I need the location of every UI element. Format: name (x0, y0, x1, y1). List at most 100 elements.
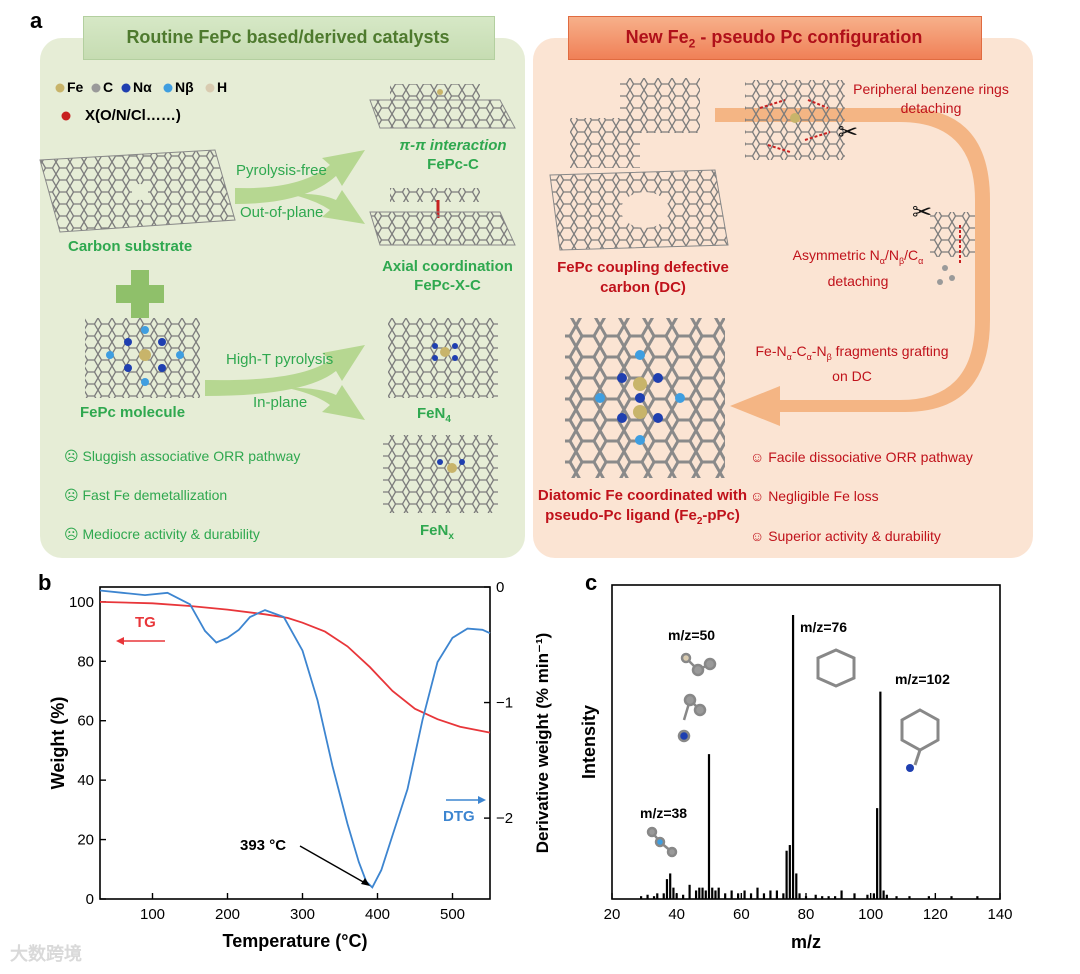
drawback-2: ☹ Fast Fe demetallization (64, 487, 228, 503)
label-pyrolysis-free: Pyrolysis-free (236, 162, 327, 179)
drawback-1: ☹ Sluggish associative ORR pathway (64, 448, 301, 464)
annot-mz50: m/z=50 (668, 627, 715, 643)
chart-b-ylabel-left: Weight (%) (48, 697, 68, 790)
label-peripheral: Peripheral benzene rings detaching (853, 81, 1009, 116)
fepc-molecules-top (570, 78, 845, 168)
atom-legend-dots (55, 83, 215, 121)
label-axial: Axial coordination (382, 258, 513, 275)
label-asymmetric: Asymmetric Nα/Nβ/Cα detaching (792, 247, 924, 289)
fragment-50-sketch (677, 652, 717, 743)
fragment-76-sketch (816, 648, 856, 688)
label-pi-interaction: π-π interaction (399, 137, 507, 154)
legend-n-alpha: Nα (133, 79, 152, 95)
plus-sign (116, 270, 164, 318)
panel-letter-a: a (30, 8, 43, 33)
y2-tick-label: −2 (496, 810, 513, 827)
advantage-3: ☺ Superior activity & durability (750, 528, 941, 544)
annot-mz38: m/z=38 (640, 805, 687, 821)
fragment-molecules (930, 212, 975, 285)
chart-b-ylabel-right: Derivative weight (% min⁻¹) (533, 633, 552, 854)
defective-carbon-sheet (549, 169, 729, 251)
label-in-plane: In-plane (253, 394, 308, 411)
peak-label: 393 °C (240, 837, 286, 854)
x-tick-label: 500 (440, 906, 465, 923)
label-fepc-c: FePc-C (427, 156, 479, 173)
annot-mz102: m/z=102 (895, 671, 950, 687)
tg-label: TG (135, 614, 156, 631)
label-fen4: FeN4 (417, 405, 451, 425)
chart-c-bars (639, 615, 979, 899)
label-product: Diatomic Fe coordinated with pseudo-Pc l… (537, 487, 748, 527)
chart-b-y-ticks: 0 20 40 60 80 100 (69, 594, 106, 908)
legend-n-beta: Nβ (175, 79, 194, 95)
pyrolysis-free-arrows (235, 150, 365, 224)
x-tick-label: 200 (215, 906, 240, 923)
label-fepc-molecule: FePc molecule (80, 404, 186, 421)
fragment-102-sketch (900, 708, 940, 772)
fepc-molecule (85, 318, 200, 398)
high-t-pyrolysis-arrows (205, 345, 365, 420)
left-title-banner (83, 16, 495, 60)
left-title: Routine FePc based/derived catalysts (126, 27, 450, 47)
watermark: 大数跨境 (10, 944, 82, 964)
advantage-1: ☺ Facile dissociative ORR pathway (750, 449, 973, 465)
x-tick-label: 140 (987, 906, 1012, 923)
chart-b-xlabel: Temperature (°C) (223, 931, 368, 951)
label-fragments: Fe-Nα-Cα-Nβ fragments grafting on DC (755, 343, 949, 384)
label-fenx: FeNx (420, 522, 454, 542)
y-tick-label: 40 (77, 772, 94, 789)
tg-arrowhead (116, 637, 124, 645)
scissors-icon-2: ✂ (912, 199, 932, 226)
chart-b-frame (99, 586, 491, 900)
y-tick-label: 100 (69, 594, 94, 611)
x-tick-label: 400 (365, 906, 390, 923)
chart-c-xlabel: m/z (791, 932, 821, 952)
label-out-of-plane: Out-of-plane (240, 204, 324, 221)
dtg-label: DTG (443, 808, 475, 825)
x-tick-label: 120 (923, 906, 948, 923)
panel-letter-c: c (585, 570, 598, 595)
pathway-arrow (715, 108, 990, 426)
label-fepc-x-c: FePc-X-C (414, 277, 481, 294)
tg-series-line (99, 601, 491, 734)
panel-letter-b: b (38, 570, 52, 595)
dtg-arrowhead (478, 796, 486, 804)
y-tick-label: 80 (77, 653, 94, 670)
legend-h: H (217, 79, 228, 95)
x-tick-label: 100 (858, 906, 883, 923)
chart-b-y2-ticks: −2 −1 0 (484, 579, 513, 827)
scheme-graphics: ✂ ✂ (39, 78, 990, 513)
right-title: New Fe2 - pseudo Pc configuration (625, 27, 923, 51)
fragment-38-sketch (646, 826, 678, 858)
y-tick-label: 60 (77, 713, 94, 730)
dtg-series-line (99, 589, 491, 889)
advantage-2: ☺ Negligible Fe loss (750, 488, 879, 504)
right-title-banner (568, 16, 982, 60)
x-tick-label: 80 (798, 906, 815, 923)
y2-tick-label: 0 (496, 579, 504, 596)
peak-pointer (299, 845, 366, 884)
legend-x: X(O/N/Cl……) (85, 107, 181, 124)
peak-pointer-head (361, 878, 370, 886)
fen4-sheet (388, 318, 498, 398)
scissors-icon-1: ✂ (838, 119, 858, 146)
fe2-ppc-sheet (565, 318, 725, 478)
legend-fe: Fe (67, 79, 84, 95)
legend-c: C (103, 79, 114, 95)
chart-c-ylabel: Intensity (579, 705, 599, 779)
x-tick-label: 20 (604, 906, 621, 923)
fepc-x-c-sheet (369, 188, 516, 246)
carbon-substrate-sheet (39, 149, 236, 233)
label-high-t: High-T pyrolysis (226, 351, 334, 368)
y-tick-label: 20 (77, 832, 94, 849)
x-tick-label: 40 (668, 906, 685, 923)
drawback-3: ☹ Mediocre activity & durability (64, 526, 260, 542)
annot-mz76: m/z=76 (800, 619, 847, 635)
x-tick-label: 300 (290, 906, 315, 923)
y2-tick-label: −1 (496, 695, 513, 712)
y-tick-label: 0 (86, 891, 94, 908)
